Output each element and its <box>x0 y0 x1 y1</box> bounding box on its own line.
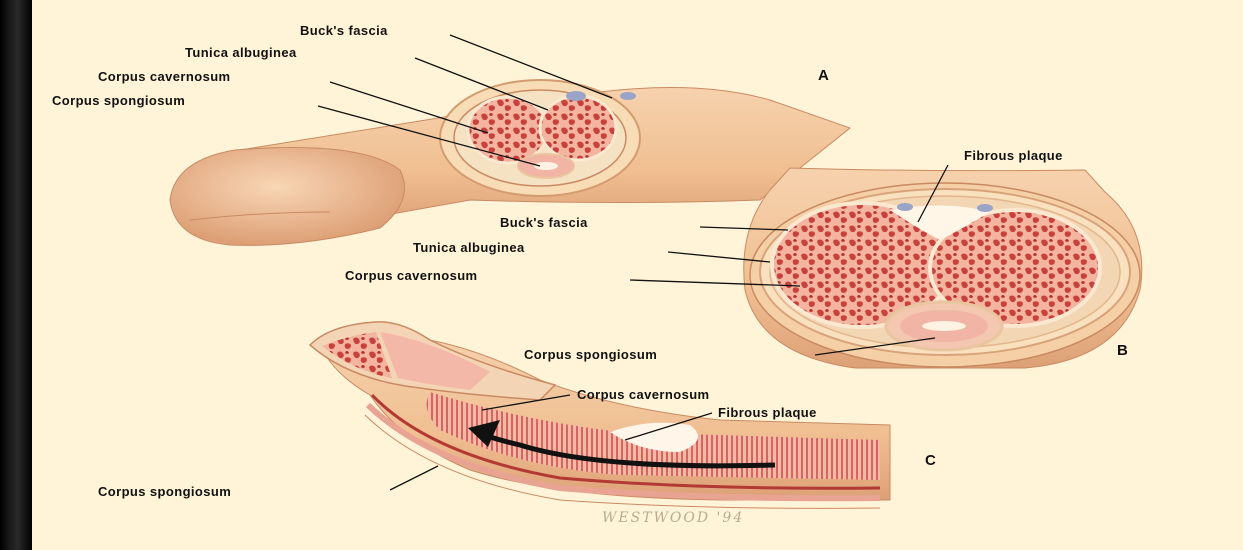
panel-b-label-corpus-cavernosum: Corpus cavernosum <box>345 268 478 283</box>
panel-b-label-bucks-fascia: Buck's fascia <box>500 215 588 230</box>
panel-a-letter: A <box>818 67 829 84</box>
panel-b-label-fibrous-plaque: Fibrous plaque <box>964 148 1063 163</box>
panel-a-label-bucks-fascia: Buck's fascia <box>300 23 388 38</box>
panel-a-label-tunica-albuginea: Tunica albuginea <box>185 45 297 60</box>
panel-c-label-corpus-spongiosum: Corpus spongiosum <box>98 484 231 499</box>
panel-a-label-corpus-spongiosum: Corpus spongiosum <box>52 93 185 108</box>
artist-signature: WESTWOOD '94 <box>602 510 744 526</box>
panel-b-label-corpus-spongiosum: Corpus spongiosum <box>524 347 657 362</box>
panel-a-label-corpus-cavernosum: Corpus cavernosum <box>98 69 231 84</box>
panel-c-label-corpus-cavernosum: Corpus cavernosum <box>577 387 710 402</box>
panel-b-cross-section-drawing <box>744 168 1142 368</box>
panel-c-label-fibrous-plaque: Fibrous plaque <box>718 405 817 420</box>
panel-b-label-tunica-albuginea: Tunica albuginea <box>413 240 525 255</box>
panel-b-letter: B <box>1117 342 1128 359</box>
panel-c-letter: C <box>925 452 936 469</box>
